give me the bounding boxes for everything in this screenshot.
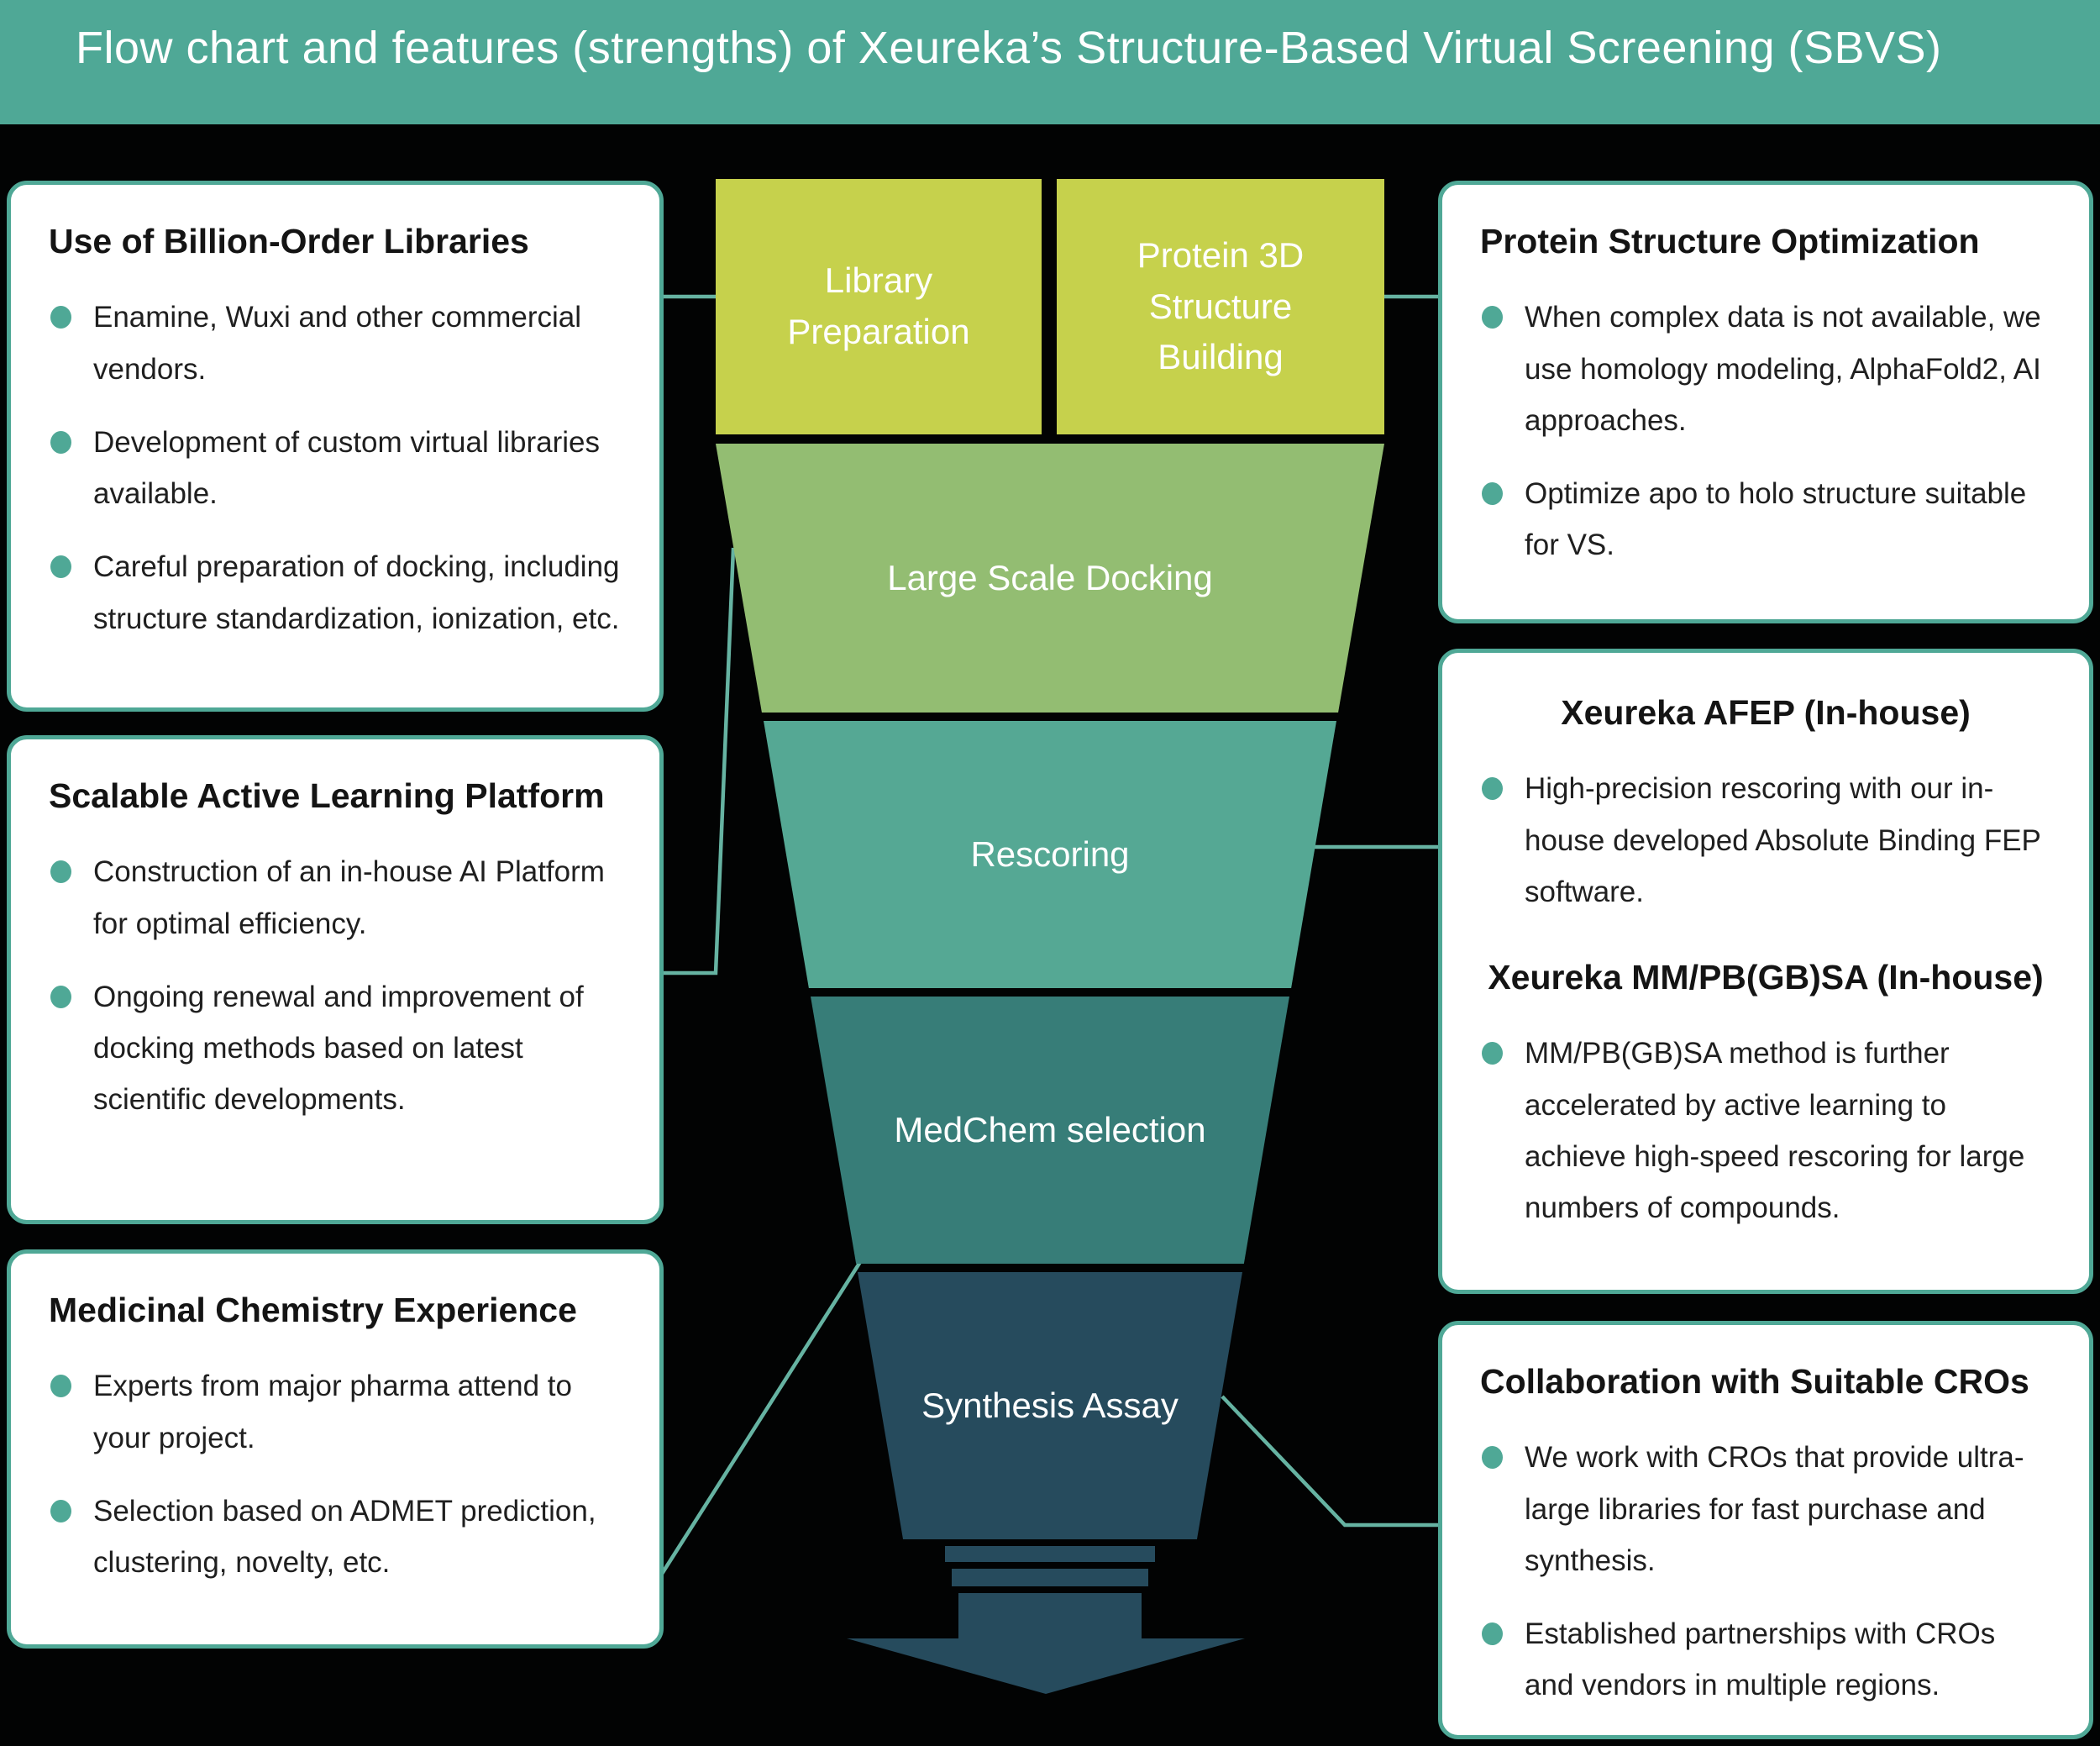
funnel-stage-label: Synthesis Assay bbox=[921, 1385, 1179, 1425]
funnel-stage-medchem-selection: MedChem selection bbox=[811, 997, 1289, 1264]
box-title-afep: Xeureka AFEP (In-house) bbox=[1561, 693, 1971, 732]
funnel-stage-label: Rescoring bbox=[970, 834, 1130, 874]
bullet-item: Ongoing renewal and improvement of docki… bbox=[49, 971, 622, 1126]
box-title: Collaboration with Suitable CROs bbox=[1480, 1362, 2029, 1401]
bullet-item: Selection based on ADMET prediction, clu… bbox=[49, 1486, 622, 1589]
bullet-dot-icon bbox=[1482, 777, 1503, 801]
bullet-list: Construction of an in-house AI Platform … bbox=[49, 846, 622, 1125]
feature-box-collaboration-with-cros: Collaboration with Suitable CROs We work… bbox=[1438, 1321, 2093, 1739]
down-arrow-segment bbox=[945, 1546, 1155, 1562]
bullet-item: High-precision rescoring with our in-hou… bbox=[1480, 763, 2051, 918]
funnel-stage-rescoring: Rescoring bbox=[764, 721, 1336, 988]
header-bar: Flow chart and features (strengths) of X… bbox=[0, 0, 2100, 124]
bullet-item: Enamine, Wuxi and other commercial vendo… bbox=[49, 292, 622, 395]
bullet-item: MM/PB(GB)SA method is further accelerate… bbox=[1480, 1028, 2051, 1233]
connector-line-cro bbox=[1221, 1395, 1440, 1528]
bullet-list: MM/PB(GB)SA method is further accelerate… bbox=[1480, 1028, 2051, 1233]
feature-box-xeureka-rescoring-tools: Xeureka AFEP (In-house) High-precision r… bbox=[1438, 649, 2093, 1294]
bullet-dot-icon bbox=[1482, 306, 1503, 329]
bullet-dot-icon bbox=[1482, 1042, 1503, 1065]
funnel-stage-label: Large Scale Docking bbox=[887, 557, 1213, 597]
box-title: Scalable Active Learning Platform bbox=[49, 776, 605, 815]
bullet-item: When complex data is not available, we u… bbox=[1480, 292, 2051, 446]
bullet-list: Experts from major pharma attend to your… bbox=[49, 1360, 622, 1588]
bullet-item: Optimize apo to holo structure suitable … bbox=[1480, 468, 2051, 571]
funnel-stage-library-preparation: Library Preparation bbox=[716, 179, 1042, 434]
bullet-list: When complex data is not available, we u… bbox=[1480, 292, 2051, 571]
bullet-item: We work with CROs that provide ultra-lar… bbox=[1480, 1432, 2051, 1586]
feature-box-protein-structure-optimization: Protein Structure Optimization When comp… bbox=[1438, 181, 2093, 623]
bullet-list: Enamine, Wuxi and other commercial vendo… bbox=[49, 292, 622, 644]
bullet-item: Development of custom virtual libraries … bbox=[49, 417, 622, 520]
bullet-dot-icon bbox=[50, 306, 71, 329]
bullet-dot-icon bbox=[1482, 482, 1503, 505]
bullet-dot-icon bbox=[50, 1499, 71, 1522]
feature-box-active-learning-platform: Scalable Active Learning Platform Constr… bbox=[7, 735, 664, 1224]
bullet-dot-icon bbox=[50, 985, 71, 1008]
bullet-dot-icon bbox=[50, 430, 71, 454]
bullet-dot-icon bbox=[50, 860, 71, 884]
box-title-mmpbgbsa: Xeureka MM/PB(GB)SA (In-house) bbox=[1488, 958, 2044, 997]
feature-box-billion-order-libraries: Use of Billion-Order Libraries Enamine, … bbox=[7, 181, 664, 712]
box-title: Medicinal Chemistry Experience bbox=[49, 1291, 577, 1329]
funnel-stage-large-scale-docking: Large Scale Docking bbox=[716, 444, 1384, 713]
funnel-stage-label: MedChem selection bbox=[894, 1109, 1206, 1149]
bullet-dot-icon bbox=[50, 555, 71, 579]
bullet-item: Experts from major pharma attend to your… bbox=[49, 1360, 622, 1464]
bullet-dot-icon bbox=[50, 1375, 71, 1398]
bullet-item: Construction of an in-house AI Platform … bbox=[49, 846, 622, 949]
bullet-list: High-precision rescoring with our in-hou… bbox=[1480, 763, 2051, 918]
funnel-stage-protein-3d-structure-building: Protein 3D Structure Building bbox=[1057, 179, 1384, 434]
feature-box-medicinal-chemistry-experience: Medicinal Chemistry Experience Experts f… bbox=[7, 1249, 664, 1649]
down-arrow-segment bbox=[952, 1569, 1148, 1586]
bullet-item: Established partnerships with CROs and v… bbox=[1480, 1608, 2051, 1712]
connector-line-medchem bbox=[660, 1260, 862, 1575]
connector-line-active-learning bbox=[662, 547, 736, 976]
page-title: Flow chart and features (strengths) of X… bbox=[76, 23, 1942, 73]
box-title: Use of Billion-Order Libraries bbox=[49, 222, 529, 260]
box-title: Protein Structure Optimization bbox=[1480, 222, 1980, 260]
bullet-dot-icon bbox=[1482, 1622, 1503, 1645]
bullet-list: We work with CROs that provide ultra-lar… bbox=[1480, 1432, 2051, 1711]
bullet-item: Careful preparation of docking, includin… bbox=[49, 541, 622, 644]
funnel-stage-label: Protein 3D Structure Building bbox=[1137, 234, 1305, 377]
down-arrow-shaft bbox=[958, 1593, 1142, 1640]
funnel-stage-synthesis-assay: Synthesis Assay bbox=[858, 1272, 1242, 1539]
bullet-dot-icon bbox=[1482, 1446, 1503, 1470]
funnel-stage-label: Library Preparation bbox=[787, 260, 970, 351]
